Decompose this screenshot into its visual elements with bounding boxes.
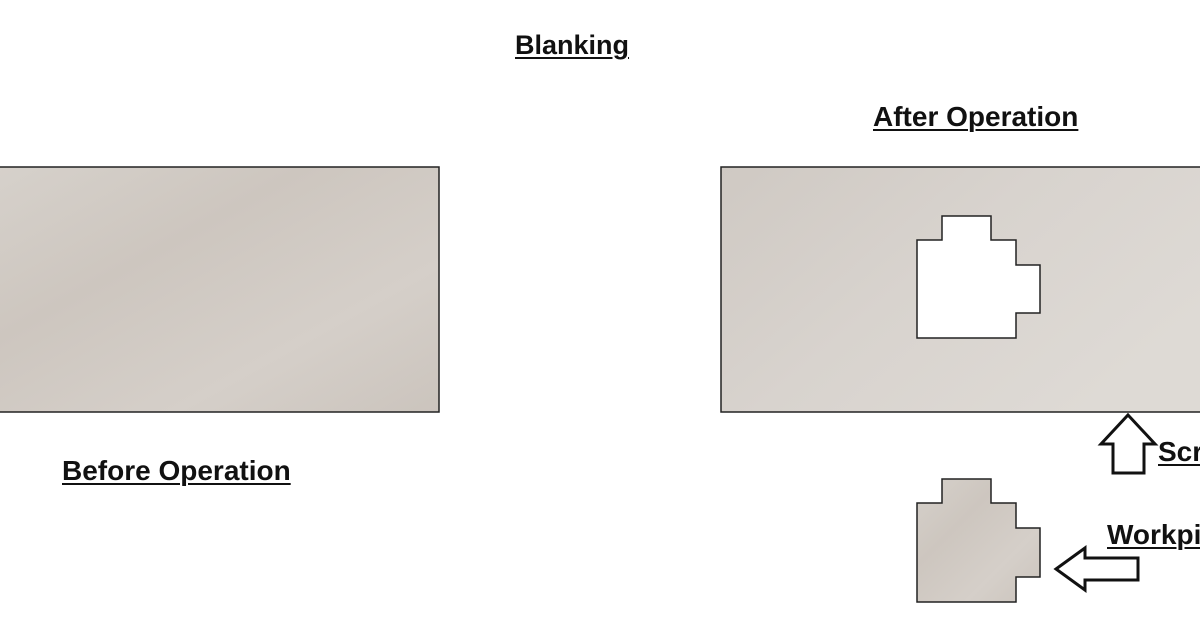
- before-sheet: [0, 166, 440, 413]
- scrap-label: Scrap: [1158, 436, 1200, 467]
- after-operation-label: After Operation: [873, 101, 1079, 132]
- workpiece-blank: [916, 478, 1041, 603]
- before-operation-label: Before Operation: [62, 455, 291, 486]
- after-sheet-with-hole: [720, 166, 1200, 413]
- arrow-up-icon: [1097, 412, 1159, 475]
- diagram-title: Blanking: [515, 30, 630, 60]
- workpiece-label: Workpiece: [1107, 519, 1200, 550]
- arrow-left-icon: [1053, 545, 1140, 593]
